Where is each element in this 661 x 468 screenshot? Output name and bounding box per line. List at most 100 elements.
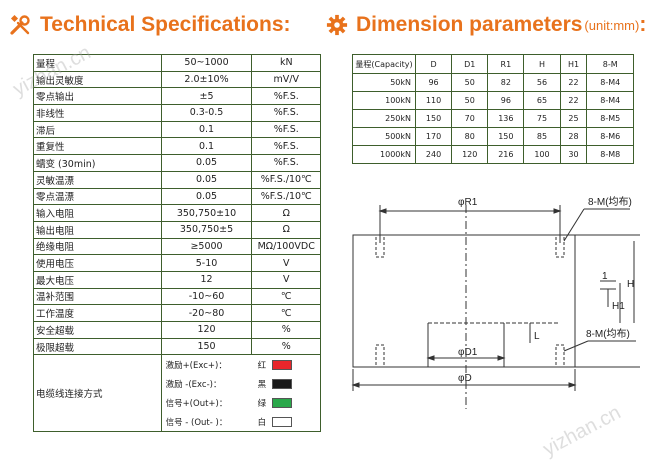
- body-outline: [352, 234, 576, 368]
- dimension-cell: 240: [414, 145, 453, 164]
- wire-color-name: 白: [257, 417, 267, 428]
- tools-icon: [10, 14, 30, 35]
- spec-name: 重复性: [33, 137, 162, 156]
- spec-value: 0.05: [160, 170, 253, 189]
- dimension-cell: 100kN: [352, 91, 416, 110]
- dimension-cell: 8-M4: [586, 91, 634, 110]
- dimension-cell: 28: [559, 127, 588, 146]
- dimension-header-cell: H: [523, 54, 561, 74]
- dimension-cell: 150: [487, 127, 525, 146]
- spec-value: 12: [160, 270, 253, 289]
- dimension-cell: 250kN: [352, 109, 416, 128]
- spec-row: 蠕变 (30min)0.05%F.S.: [33, 154, 321, 172]
- spec-unit: mV/V: [251, 70, 321, 89]
- dimension-cell: 22: [559, 73, 588, 92]
- spec-row: 温补范围-10~60℃: [33, 287, 321, 306]
- dimension-cell: 85: [523, 127, 561, 146]
- wire-name: 信号 - (Out- )：: [165, 417, 228, 428]
- dimension-header: Dimension parameters (unit:mm) :: [326, 8, 646, 42]
- dimension-header-cell: H1: [559, 54, 588, 74]
- dimension-cell: 50: [451, 73, 489, 92]
- spec-name: 零点温漂: [33, 187, 162, 206]
- spec-unit: ℃: [251, 287, 321, 306]
- dimension-cell: 150: [414, 109, 453, 128]
- spec-name: 蠕变 (30min): [33, 154, 162, 172]
- spec-value: ±5: [160, 87, 253, 106]
- spec-unit: %F.S.: [251, 154, 321, 172]
- spec-unit: ℃: [251, 304, 321, 322]
- m-bottom-label: 8-M(均布): [586, 328, 630, 340]
- dimension-header-cell: D1: [451, 54, 489, 74]
- spec-row: 零点输出±5%F.S.: [33, 87, 321, 106]
- dimension-cell: 1000kN: [352, 145, 416, 164]
- dimension-cell: 75: [523, 109, 561, 128]
- dimension-unit: (unit:mm): [584, 17, 640, 33]
- dimension-cell: 96: [487, 91, 525, 110]
- dimension-title: Dimension parameters: [356, 13, 583, 36]
- wire-name: 激励 -(Exc-)：: [165, 379, 222, 390]
- dimension-colon: :: [639, 13, 647, 36]
- spec-name: 非线性: [33, 104, 162, 122]
- wire-color-swatch: [271, 397, 292, 408]
- spec-value: 120: [160, 321, 253, 339]
- d1-label: φD1: [458, 347, 478, 358]
- spec-value: 2.0±10%: [160, 70, 253, 89]
- spec-name: 温补范围: [33, 287, 162, 306]
- dimension-header-cell: 8-M: [586, 54, 634, 74]
- dimension-cell: 50: [451, 91, 489, 110]
- d-label: φD: [458, 373, 472, 384]
- dimension-cell: 65: [523, 91, 561, 110]
- spec-name: 灵敏温漂: [33, 170, 162, 189]
- h1-label: H1: [612, 301, 625, 312]
- l-label: L: [534, 331, 540, 342]
- spec-name: 绝缘电阻: [33, 237, 162, 256]
- wire-name: 激励+(Exc+)：: [165, 360, 227, 371]
- spec-value: 0.1: [160, 120, 253, 139]
- wire-color-swatch: [271, 378, 292, 389]
- spec-value: -10~60: [160, 287, 253, 306]
- dimension-cell: 500kN: [352, 127, 416, 146]
- spec-name: 滞后: [33, 120, 162, 139]
- spec-value: 150: [160, 337, 253, 356]
- dimension-cell: 22: [559, 91, 588, 110]
- spec-unit: %: [251, 337, 321, 356]
- dimension-cell: 56: [523, 73, 561, 92]
- spec-unit: %F.S.: [251, 120, 321, 139]
- wire-item: 激励+(Exc+)：红: [166, 359, 318, 371]
- dimension-header-cell: 量程(Capacity): [352, 54, 416, 74]
- spec-value: 350,750±10: [160, 204, 253, 222]
- dimension-header-cell: R1: [487, 54, 525, 74]
- spec-unit: MΩ/100VDC: [251, 237, 321, 256]
- wire-item: 信号+(Out+)：绿: [166, 397, 318, 409]
- wire-color-name: 绿: [257, 398, 267, 409]
- dimension-cell: 82: [487, 73, 525, 92]
- spec-unit: %: [251, 321, 321, 339]
- spec-name: 极限超载: [33, 337, 162, 356]
- r1-label: φR1: [458, 197, 478, 208]
- dimension-cell: 8-M4: [586, 73, 634, 92]
- spec-value: -20~80: [160, 304, 253, 322]
- dimension-cell: 96: [414, 73, 453, 92]
- dimension-cell: 216: [487, 145, 525, 164]
- spec-unit: %F.S.: [251, 137, 321, 156]
- dimension-cell: 50kN: [352, 73, 416, 92]
- one-label: 1: [602, 271, 608, 282]
- wire-item: 激励 -(Exc-)：黑: [166, 378, 318, 390]
- spec-name: 最大电压: [33, 270, 162, 289]
- dimension-cell: 80: [451, 127, 489, 146]
- spec-name: 输入电阻: [33, 204, 162, 222]
- spec-value: 0.05: [160, 187, 253, 206]
